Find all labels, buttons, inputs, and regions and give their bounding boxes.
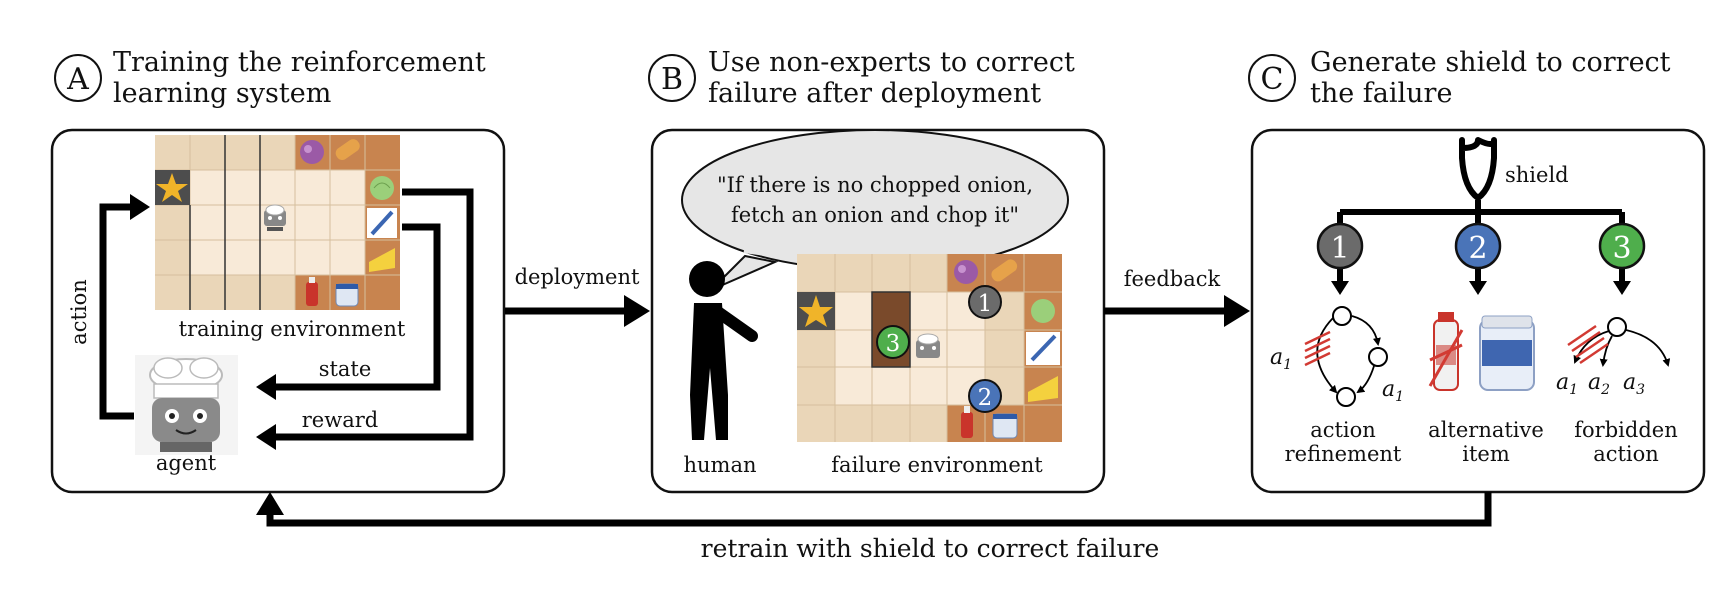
svg-text:3: 3 bbox=[886, 331, 901, 357]
refinement-label-line2: refinement bbox=[1285, 442, 1402, 466]
ketchup-icon bbox=[306, 277, 318, 306]
forbidden-label-line1: forbidden bbox=[1574, 418, 1677, 442]
svg-text:2: 2 bbox=[1468, 231, 1487, 266]
bread-icon-b bbox=[991, 259, 1018, 282]
panel-c-title-line1: Generate shield to correct bbox=[1310, 47, 1671, 78]
alternative-item-icons bbox=[1428, 312, 1535, 391]
shield-marker-2: 2 bbox=[1454, 222, 1502, 270]
action-arrow bbox=[99, 203, 134, 420]
agent-label: agent bbox=[156, 451, 217, 475]
onion-icon bbox=[300, 140, 324, 164]
lettuce-icon-b bbox=[1031, 299, 1055, 323]
panel-b-letter-circle bbox=[648, 54, 696, 102]
panel-c-letter-circle bbox=[1248, 54, 1296, 102]
cheese-icon bbox=[369, 248, 395, 272]
panel-b-title-line1: Use non-experts to correct bbox=[708, 47, 1075, 78]
forbidden-a3: a3 bbox=[1623, 370, 1645, 398]
training-environment-grid bbox=[155, 135, 400, 310]
agent-robot-icon bbox=[135, 355, 238, 455]
lettuce-icon bbox=[370, 176, 394, 200]
mayo-icon bbox=[335, 283, 359, 307]
human-label: human bbox=[683, 453, 756, 477]
shield-icon bbox=[1459, 137, 1497, 201]
action-refinement-graph: a1 a1 bbox=[1270, 306, 1404, 407]
onion-icon-b bbox=[954, 260, 978, 284]
refinement-a1-left: a1 bbox=[1270, 345, 1292, 373]
svg-text:2: 2 bbox=[978, 385, 993, 411]
speech-bubble: "If there is no chopped onion, fetch an … bbox=[681, 129, 1069, 291]
human-icon bbox=[689, 261, 758, 440]
bread-icon bbox=[335, 139, 360, 161]
state-arrow bbox=[273, 223, 441, 391]
panel-a-letter: A bbox=[66, 62, 89, 97]
reward-label: reward bbox=[302, 408, 378, 432]
panel-c-title-line2: the failure bbox=[1310, 78, 1452, 109]
failure-environment-grid: 1 2 3 bbox=[797, 254, 1062, 442]
ketchup-bottle-icon bbox=[1428, 312, 1464, 391]
forbidden-action-graph: a1 a2 a3 bbox=[1556, 317, 1671, 398]
state-label: state bbox=[319, 357, 372, 381]
cheese-icon-b bbox=[1028, 376, 1058, 402]
forbidden-a1: a1 bbox=[1556, 370, 1578, 398]
refinement-a1-right: a1 bbox=[1382, 377, 1404, 405]
deployment-label: deployment bbox=[515, 265, 640, 289]
speech-line1: "If there is no chopped onion, bbox=[717, 173, 1033, 197]
feedback-label: feedback bbox=[1124, 267, 1221, 291]
ketchup-icon-b bbox=[961, 406, 973, 438]
panel-a-box bbox=[50, 128, 506, 494]
panel-c-letter: C bbox=[1261, 62, 1284, 97]
panel-b: B Use non-experts to correct failure aft… bbox=[648, 47, 1106, 494]
env-marker-1: 1 bbox=[968, 285, 1002, 319]
shield-marker-1: 1 bbox=[1316, 222, 1364, 270]
refinement-label-line1: action bbox=[1310, 418, 1376, 442]
shield-label: shield bbox=[1505, 163, 1569, 187]
panel-c-box bbox=[1250, 128, 1706, 494]
alternative-label-line1: alternative bbox=[1428, 418, 1544, 442]
speech-line2: fetch an onion and chop it" bbox=[731, 203, 1019, 227]
panel-a-title-line2: learning system bbox=[113, 78, 331, 109]
action-label: action bbox=[67, 279, 91, 345]
forbidden-a2: a2 bbox=[1588, 370, 1610, 398]
env-marker-2: 2 bbox=[968, 379, 1002, 413]
shield-marker-3: 3 bbox=[1598, 222, 1646, 270]
alternative-label-line2: item bbox=[1462, 442, 1510, 466]
feedback-arrow: feedback bbox=[1104, 267, 1250, 327]
failure-environment-caption: failure environment bbox=[831, 453, 1043, 477]
panel-c: C Generate shield to correct the failure… bbox=[1248, 47, 1706, 494]
star-icon-b bbox=[799, 295, 833, 327]
deployment-arrow: deployment bbox=[505, 265, 650, 327]
star-icon bbox=[156, 173, 188, 202]
mayonnaise-jar-icon bbox=[1479, 315, 1535, 391]
forbidden-label-line2: action bbox=[1593, 442, 1659, 466]
svg-text:3: 3 bbox=[1612, 231, 1631, 266]
panel-a-title-line1: Training the reinforcement bbox=[113, 47, 486, 78]
panel-a-letter-circle bbox=[54, 54, 102, 102]
knife-icon bbox=[367, 208, 397, 238]
chef-robot-icon-b bbox=[916, 333, 940, 358]
knife-icon-b bbox=[1026, 332, 1060, 365]
svg-text:1: 1 bbox=[978, 291, 993, 317]
retrain-label: retrain with shield to correct failure bbox=[701, 534, 1160, 563]
panel-a: A Training the reinforcement learning sy… bbox=[50, 47, 506, 494]
training-environment-caption: training environment bbox=[179, 317, 406, 341]
chef-robot-icon bbox=[264, 204, 286, 231]
svg-text:1: 1 bbox=[1330, 231, 1349, 266]
retrain-arrow: retrain with shield to correct failure bbox=[256, 492, 1492, 563]
env-marker-3: 3 bbox=[876, 325, 910, 359]
reward-arrow bbox=[273, 188, 474, 441]
panel-b-title-line2: failure after deployment bbox=[708, 78, 1041, 109]
mayo-icon-b bbox=[992, 413, 1018, 439]
panel-b-letter: B bbox=[661, 62, 683, 97]
